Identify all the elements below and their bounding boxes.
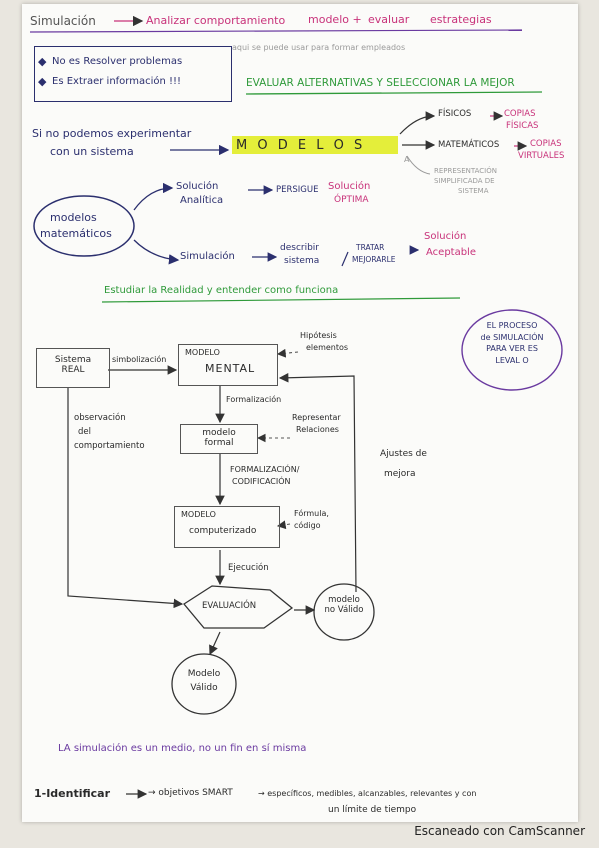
- sol-aceptable-1: Solución: [424, 231, 467, 242]
- fisicas-label: FÍSICAS: [506, 121, 539, 131]
- valido-line-2: Válido: [190, 682, 218, 693]
- copias-label: COPIAS: [504, 109, 536, 119]
- tratar-1: TRATAR: [356, 243, 385, 252]
- header-evaluar: evaluar: [368, 13, 410, 26]
- bullet-icon: ◆: [38, 75, 47, 88]
- intro-line-2: con un sistema: [50, 145, 134, 158]
- modelo-mental-line-1: MODELO: [185, 348, 220, 357]
- repr-line-3: SISTEMA: [458, 187, 489, 195]
- formalizacion-cod-1: FORMALIZACIÓN/: [230, 465, 300, 474]
- header-gray-note: aqui se puede usar para formar empleados: [232, 43, 406, 52]
- formalizacion-label: Formalización: [226, 395, 282, 404]
- modelo-comp-line-2: computerizado: [189, 526, 257, 536]
- especificos-label: → específicos, medibles, alcanzables, re…: [258, 789, 477, 798]
- proceso-line-3: PARA VER ES: [486, 344, 538, 354]
- sol-analitica-2: Analítica: [180, 195, 224, 206]
- proceso-line-2: de SIMULACIÓN: [480, 332, 544, 342]
- notebook-page: Simulación Analizar comportamiento model…: [22, 4, 578, 822]
- drawing-lines: [29, 15, 563, 799]
- hipotesis-2: elementos: [306, 343, 349, 352]
- modelo-mental-box: MODELO MENTAL: [178, 344, 278, 386]
- modelo-formal-label: modelo formal: [181, 428, 257, 449]
- repr-line-1: REPRESENTACIÓN: [434, 167, 497, 175]
- medio-statement: LA simulación es un medio, no un fin en …: [58, 743, 307, 754]
- modelo-mental-line-2: MENTAL: [205, 362, 256, 375]
- sol-aceptable-2: Aceptable: [426, 247, 476, 258]
- observacion-1: observación: [74, 413, 126, 423]
- hipotesis-1: Hipótesis: [300, 331, 337, 340]
- evaluacion-label: EVALUACIÓN: [202, 601, 257, 611]
- ajustes-1: Ajustes de: [380, 449, 427, 459]
- no-valido-line-2: no Válido: [324, 604, 364, 615]
- modelo-formal-line-1: modelo: [202, 428, 236, 438]
- modelo-formal-line-2: formal: [204, 438, 234, 449]
- copias-virtuales-2: VIRTUALES: [518, 151, 565, 161]
- simbolizacion-label: simbolización: [112, 355, 167, 364]
- modelo-computerizado-box: MODELO computerizado: [174, 506, 280, 548]
- oval-line-1: modelos: [50, 211, 97, 224]
- header-modelo-mas: modelo +: [308, 13, 362, 26]
- sol-optima-1: Solución: [328, 181, 371, 192]
- sol-optima-2: ÓPTIMA: [334, 195, 369, 205]
- ejecucion-label: Ejecución: [228, 563, 269, 573]
- a-mark: A: [404, 155, 410, 164]
- describir-1: describir: [280, 243, 320, 253]
- sistema-real-label: Sistema REAL: [37, 355, 109, 376]
- copias-virtuales-1: COPIAS: [530, 139, 562, 149]
- proceso-circle-text: EL PROCESO de SIMULACIÓN PARA VER ES LEV…: [466, 320, 558, 366]
- notice-line-1: No es Resolver problemas: [52, 56, 183, 67]
- modelos-title: M O D E L O S: [236, 138, 366, 153]
- describir-2: sistema: [284, 256, 320, 266]
- simulacion-branch: Simulación: [180, 251, 235, 262]
- proceso-line-1: EL PROCESO: [486, 321, 538, 330]
- ajustes-2: mejora: [384, 469, 416, 479]
- formalizacion-cod-2: CODIFICACIÓN: [232, 477, 291, 486]
- observacion-2: del: [78, 427, 91, 437]
- estudiar-heading: Estudiar la Realidad y entender como fun…: [104, 285, 339, 296]
- sistema-real-box: Sistema REAL: [36, 348, 110, 388]
- objetivos-label: → objetivos SMART: [148, 788, 233, 798]
- representar-1: Representar: [292, 413, 341, 422]
- tratar-2: MEJORARLE: [352, 255, 396, 264]
- formula-1: Fórmula,: [294, 509, 329, 518]
- evaluar-alternativas: EVALUAR ALTERNATIVAS Y SELECCIONAR LA ME…: [246, 77, 515, 89]
- valido-line-1: Modelo: [187, 669, 221, 679]
- identificar-label: 1-Identificar: [34, 787, 111, 800]
- repr-line-2: SIMPLIFICADA DE: [434, 177, 495, 185]
- notice-line-2: Es Extraer información !!!: [52, 76, 182, 87]
- matematicos-label: MATEMÁTICOS: [438, 140, 500, 150]
- limite-label: un límite de tiempo: [328, 805, 417, 815]
- sol-analitica-1: Solución: [176, 181, 219, 192]
- header-analizar: Analizar comportamiento: [146, 14, 286, 27]
- notice-box: [34, 46, 232, 102]
- modelo-formal-box: modelo formal: [180, 424, 258, 454]
- oval-line-2: matemáticos: [40, 227, 112, 240]
- sistema-real-line-2: REAL: [61, 365, 85, 376]
- representar-2: Relaciones: [296, 425, 339, 434]
- no-valido-label: modelo no Válido: [314, 595, 374, 616]
- fisicos-label: FÍSICOS: [438, 109, 472, 119]
- formula-2: código: [294, 521, 321, 530]
- valido-label: Modelo Válido: [172, 668, 236, 695]
- observacion-3: comportamiento: [74, 441, 145, 451]
- no-valido-line-1: modelo: [328, 595, 360, 605]
- sistema-real-line-1: Sistema: [54, 355, 92, 365]
- persigue-label: PERSIGUE: [276, 185, 319, 195]
- modelos-highlight: [232, 136, 398, 154]
- camscanner-footer: Escaneado con CamScanner: [414, 824, 585, 838]
- modelo-comp-line-1: MODELO: [181, 510, 216, 519]
- intro-line-1: Si no podemos experimentar: [32, 127, 192, 140]
- header-simulacion: Simulación: [30, 14, 96, 28]
- header-estrategias: estrategias: [430, 13, 492, 26]
- proceso-line-4: LEVAL O: [495, 355, 529, 365]
- bullet-icon: ◆: [38, 55, 47, 68]
